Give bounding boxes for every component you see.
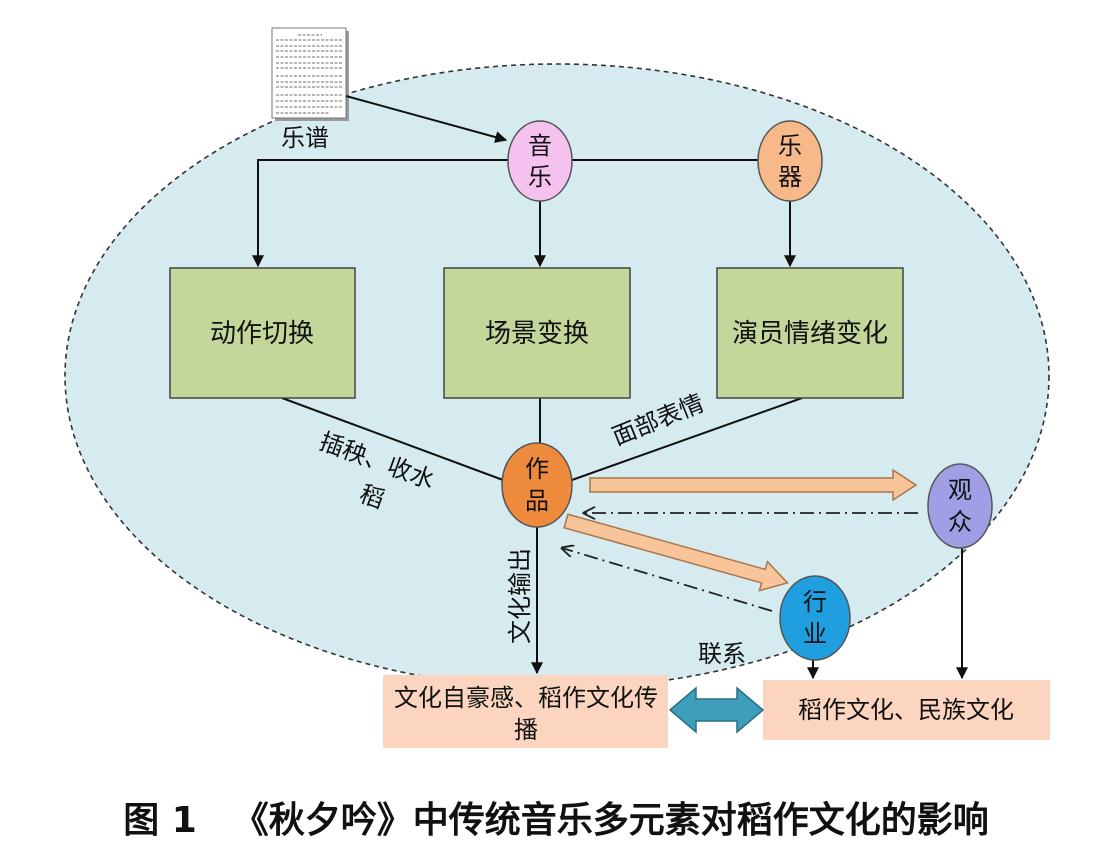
actor-emotion-label: 演员情绪变化 — [732, 319, 888, 349]
work-node-char-1: 作 — [525, 455, 549, 483]
cultural-output-label: 文化输出 — [506, 548, 534, 644]
industry-node-char-1: 行 — [803, 588, 827, 616]
score-to-music-arrow — [345, 95, 508, 143]
figure-title: 《秋夕吟》中传统音乐多元素对稻作文化的影响 — [233, 800, 989, 841]
action-to-work-line — [281, 397, 504, 481]
rice-ethnic-culture-label: 稻作文化、民族文化 — [798, 696, 1014, 724]
scene-change-box — [443, 267, 631, 399]
scene-change-label: 场景变换 — [485, 319, 589, 349]
action-switch-box — [169, 267, 356, 399]
music-node-char-1: 音 — [528, 132, 552, 160]
instrument-node — [757, 120, 823, 202]
cultural-pride-box — [383, 675, 668, 748]
industry-node — [779, 575, 851, 661]
figure-caption: 图 1 《秋夕吟》中传统音乐多元素对稻作文化的影响 — [123, 800, 989, 841]
score-label: 乐谱 — [281, 124, 329, 152]
work-to-audience-flow-arrow — [589, 468, 918, 502]
audience-node-char-1: 观 — [948, 476, 972, 504]
cultural-pride-label-line-1: 文化自豪感、稻作文化传 — [394, 684, 658, 712]
action-switch-label: 动作切换 — [210, 319, 314, 349]
actor-emotion-box — [716, 267, 904, 399]
industry-feedback-arrow — [562, 548, 773, 612]
rice-ethnic-culture-box — [763, 680, 1050, 740]
music-to-action-arrow — [252, 159, 508, 268]
emotion-to-work-line — [571, 397, 803, 481]
link-double-arrow — [668, 686, 765, 734]
work-to-industry-flow-arrow — [563, 513, 789, 592]
cultural-pride-label-line-2: 播 — [514, 716, 538, 744]
industry-node-char-2: 业 — [803, 620, 827, 648]
audience-node — [927, 463, 993, 549]
link-label: 联系 — [698, 640, 746, 668]
music-node — [507, 120, 573, 202]
work-node — [501, 442, 573, 528]
instrument-node-char-2: 器 — [778, 163, 802, 191]
music-node-char-2: 乐 — [528, 163, 552, 191]
instrument-node-char-1: 乐 — [778, 132, 802, 160]
audience-node-char-2: 众 — [948, 508, 972, 536]
work-node-char-2: 品 — [525, 487, 549, 515]
score-sheet-icon — [271, 27, 349, 121]
figure-number: 图 1 — [123, 800, 197, 841]
